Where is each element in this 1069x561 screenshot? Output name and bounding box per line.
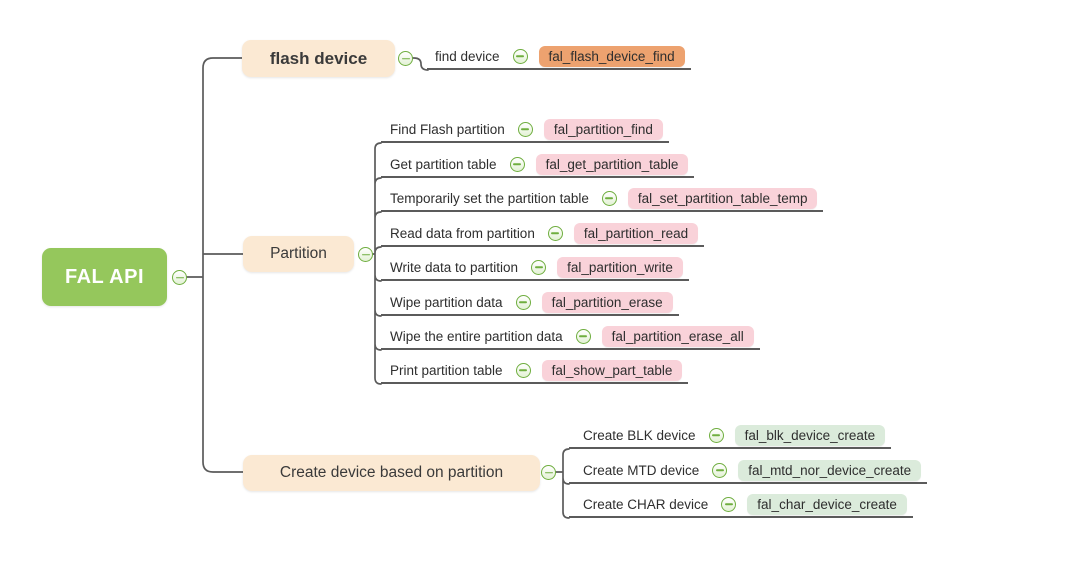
api-topic[interactable]: fal_partition_erase bbox=[541, 291, 673, 313]
topic-row: Create MTD device fal_mtd_nor_device_cre… bbox=[569, 458, 928, 484]
topic-label[interactable]: find device bbox=[435, 48, 500, 64]
topic-row: Wipe the entire partition data fal_parti… bbox=[381, 324, 760, 350]
api-topic[interactable]: fal_partition_write bbox=[557, 256, 683, 278]
topic-row: Wipe partition data fal_partition_erase bbox=[381, 290, 679, 316]
collapse-icon[interactable] bbox=[708, 427, 724, 443]
api-topic[interactable]: fal_blk_device_create bbox=[734, 424, 886, 446]
collapse-icon[interactable] bbox=[509, 156, 525, 172]
branch-topic-create-device[interactable]: Create device based on partition bbox=[243, 455, 540, 491]
topic-row: Create CHAR device fal_char_device_creat… bbox=[569, 492, 913, 518]
topic-label[interactable]: Wipe partition data bbox=[390, 294, 503, 310]
collapse-icon[interactable] bbox=[398, 51, 413, 66]
topic-row: Write data to partition fal_partition_wr… bbox=[381, 255, 689, 281]
topic-row: Find Flash partition fal_partition_find bbox=[381, 117, 669, 143]
topic-label[interactable]: Create CHAR device bbox=[583, 496, 709, 512]
collapse-icon[interactable] bbox=[515, 294, 531, 310]
api-topic[interactable]: fal_partition_read bbox=[573, 222, 699, 244]
topic-label[interactable]: Get partition table bbox=[390, 156, 497, 172]
collapse-icon[interactable] bbox=[575, 328, 591, 344]
topic-label[interactable]: Temporarily set the partition table bbox=[390, 190, 589, 206]
collapse-icon[interactable] bbox=[517, 121, 533, 137]
topic-label[interactable]: Create BLK device bbox=[583, 427, 696, 443]
collapse-icon[interactable] bbox=[358, 247, 373, 262]
topic-label[interactable]: Read data from partition bbox=[390, 225, 535, 241]
collapse-icon[interactable] bbox=[172, 270, 187, 285]
topic-row: Print partition table fal_show_part_tabl… bbox=[381, 358, 689, 384]
branch-topic-partition[interactable]: Partition bbox=[243, 236, 354, 272]
api-topic[interactable]: fal_char_device_create bbox=[747, 493, 907, 515]
topic-row: Get partition table fal_get_partition_ta… bbox=[381, 152, 695, 178]
collapse-icon[interactable] bbox=[712, 462, 728, 478]
branch-topic-flash-device[interactable]: flash device bbox=[242, 40, 395, 77]
collapse-icon[interactable] bbox=[515, 362, 531, 378]
topic-label[interactable]: Print partition table bbox=[390, 362, 503, 378]
api-topic[interactable]: fal_flash_device_find bbox=[538, 45, 685, 67]
collapse-icon[interactable] bbox=[531, 259, 547, 275]
topic-label[interactable]: Create MTD device bbox=[583, 462, 700, 478]
root-topic-fal-api[interactable]: FAL API bbox=[42, 248, 167, 306]
api-topic[interactable]: fal_partition_erase_all bbox=[601, 325, 754, 347]
api-topic[interactable]: fal_partition_find bbox=[543, 118, 663, 140]
topic-row: Read data from partition fal_partition_r… bbox=[381, 221, 705, 247]
topic-label[interactable]: Find Flash partition bbox=[390, 121, 505, 137]
topic-label[interactable]: Write data to partition bbox=[390, 259, 519, 275]
collapse-icon[interactable] bbox=[541, 465, 556, 480]
api-topic[interactable]: fal_show_part_table bbox=[541, 359, 683, 381]
api-topic[interactable]: fal_set_partition_table_temp bbox=[627, 187, 818, 209]
collapse-icon[interactable] bbox=[601, 190, 617, 206]
topic-label[interactable]: Wipe the entire partition data bbox=[390, 328, 563, 344]
collapse-icon[interactable] bbox=[512, 48, 528, 64]
api-topic[interactable]: fal_get_partition_table bbox=[535, 153, 689, 175]
api-topic[interactable]: fal_mtd_nor_device_create bbox=[738, 459, 922, 481]
topic-row: find device fal_flash_device_find bbox=[427, 44, 691, 70]
collapse-icon[interactable] bbox=[721, 496, 737, 512]
collapse-icon[interactable] bbox=[547, 225, 563, 241]
topic-row: Temporarily set the partition table fal_… bbox=[381, 186, 824, 212]
topic-row: Create BLK device fal_blk_device_create bbox=[569, 423, 892, 449]
